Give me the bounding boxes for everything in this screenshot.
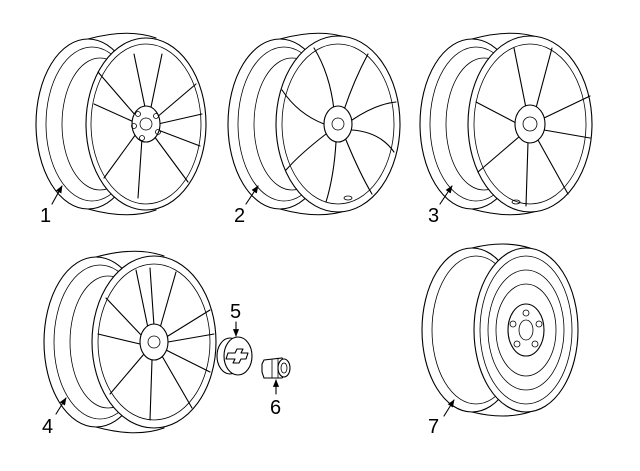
leader-7 xyxy=(443,399,455,417)
leader-4 xyxy=(55,397,67,415)
leader-3 xyxy=(439,185,453,205)
wheel-7 xyxy=(421,243,579,417)
wheel-4 xyxy=(43,250,217,434)
callout-6: 6 xyxy=(270,397,281,419)
bowtie-emblem xyxy=(225,348,249,364)
center-cap xyxy=(216,336,253,376)
callout-numbers: 1 2 3 4 5 6 7 xyxy=(40,205,439,438)
callout-1: 1 xyxy=(40,205,51,227)
leader-2 xyxy=(245,185,259,205)
callout-2: 2 xyxy=(234,205,245,227)
callout-4: 4 xyxy=(42,416,53,438)
wheel-1 xyxy=(35,32,207,216)
callout-3: 3 xyxy=(428,205,439,227)
callout-leaders xyxy=(51,185,455,417)
leader-1 xyxy=(51,185,63,205)
callout-5: 5 xyxy=(230,301,241,323)
callout-7: 7 xyxy=(428,416,439,438)
wheel-2 xyxy=(227,32,401,216)
lug-nut xyxy=(261,357,291,379)
wheel-3 xyxy=(419,32,593,216)
